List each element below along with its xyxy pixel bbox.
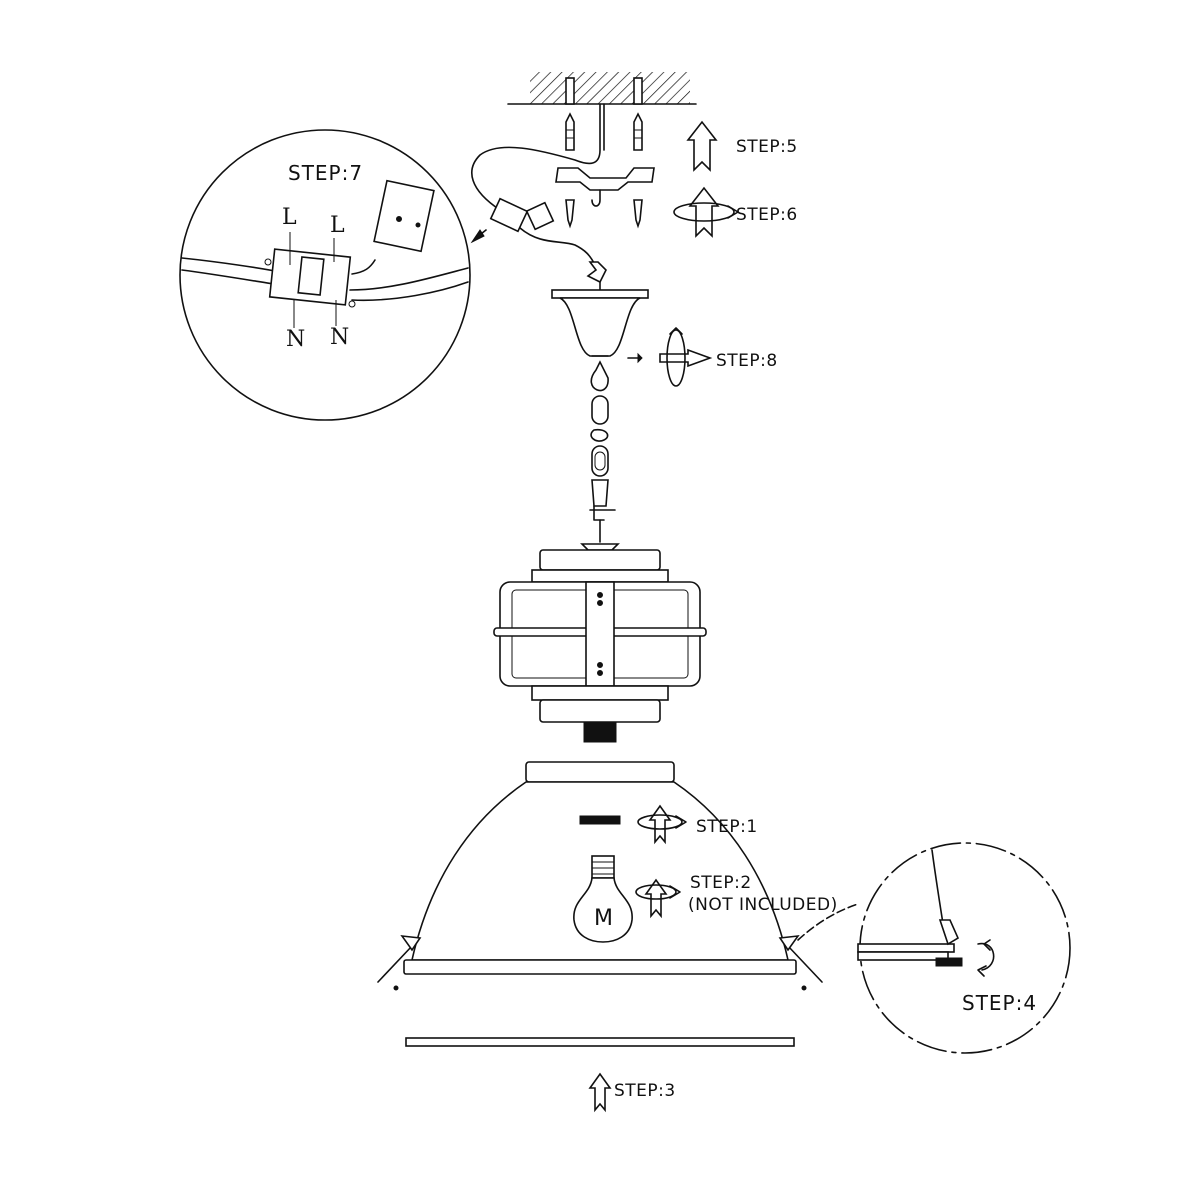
light-bulb-icon: [573, 855, 633, 943]
mounting-bracket-icon: [555, 167, 655, 207]
screw-icon: [565, 199, 643, 229]
glass-disc-icon: [405, 1037, 795, 1047]
magnifier-circle-icon: [797, 842, 1071, 1054]
rotate-arrow-icon: [635, 884, 681, 900]
rotate-arrow-icon: [659, 327, 713, 387]
step6-label: STEP:6: [736, 205, 798, 225]
power-cable: [471, 103, 601, 211]
step3-label: STEP:3: [614, 1081, 676, 1101]
step2-note: (NOT INCLUDED): [688, 895, 838, 915]
step4-label: STEP:4: [962, 991, 1037, 1015]
up-arrow-icon: [589, 1073, 611, 1111]
lamp-socket-icon: [493, 543, 707, 743]
bulb-mark: M: [594, 906, 613, 931]
wire-live-right: L: [330, 213, 345, 238]
chain-icon: [589, 360, 616, 543]
step5-label: STEP:5: [736, 137, 798, 157]
wire-neutral-right: N: [330, 325, 349, 350]
wire-neutral-left: N: [286, 327, 305, 352]
step2-label: STEP:2: [690, 873, 752, 893]
terminal-block-icon: [489, 197, 555, 233]
up-arrow-icon: [689, 187, 719, 237]
wire-live-left: L: [282, 205, 297, 230]
rotate-arrow-icon: [637, 814, 687, 830]
up-arrow-icon: [687, 121, 717, 171]
wall-plug-icon: [565, 112, 643, 151]
canopy-icon: [551, 289, 649, 357]
rotate-arrow-icon: [673, 202, 739, 222]
step7-label: STEP:7: [288, 161, 363, 185]
ceiling-icon: [507, 72, 697, 105]
step8-label: STEP:8: [716, 351, 778, 371]
step1-label: STEP:1: [696, 817, 758, 837]
lamp-nut: [579, 815, 621, 825]
